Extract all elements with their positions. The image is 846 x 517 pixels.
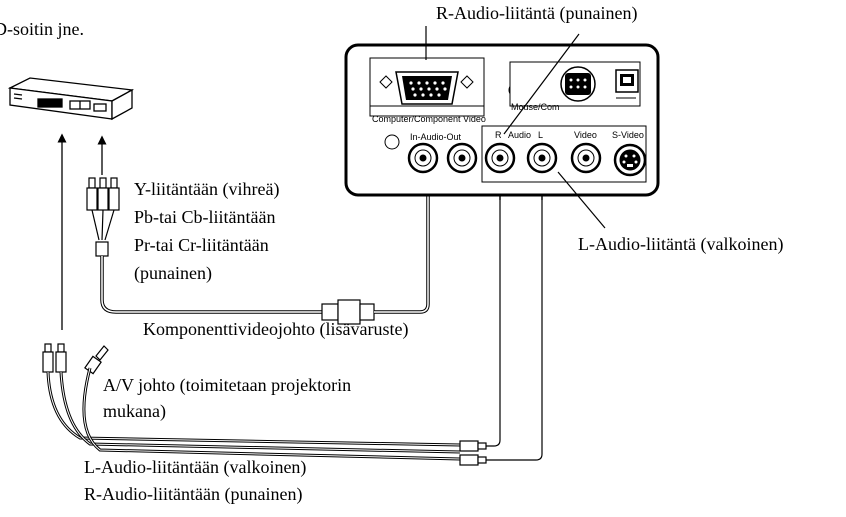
av-cable-label-line2: mukana) <box>103 401 166 421</box>
y-jack-label: Y-liitäntään (vihreä) <box>134 179 280 199</box>
pr-color-label: (punainen) <box>134 263 212 283</box>
r-channel-label: R <box>495 130 502 140</box>
pb-jack-label: Pb-tai Cb-liitäntään <box>134 207 276 227</box>
l-audio-jack-label: L-Audio-liitäntä (valkoinen) <box>578 234 784 254</box>
r-audio-jack-label: R-Audio-liitäntä (punainen) <box>436 3 638 23</box>
pr-jack-label: Pr-tai Cr-liitäntään <box>134 235 269 255</box>
svideo-port-label: S-Video <box>612 130 644 140</box>
l-channel-label: L <box>538 130 543 140</box>
audio-group-label: Audio <box>508 130 531 140</box>
source-device-label: D-soitin jne. <box>0 19 84 39</box>
dvd-player-icon <box>7 77 135 121</box>
audio-in-out-label: In-Audio-Out <box>410 132 462 142</box>
r-audio-pointer <box>503 33 580 135</box>
mouse-port-label: Mouse/Com <box>511 102 560 112</box>
r-audio-plug-label: R-Audio-liitäntään (punainen) <box>84 484 303 504</box>
computer-port-label: Computer/Component Video <box>372 114 486 124</box>
projector-panel: Computer/Component Video Mouse/Com In-Au… <box>344 43 660 197</box>
component-rca-plugs <box>86 110 430 325</box>
av-cable <box>42 196 543 466</box>
video-port-label: Video <box>574 130 597 140</box>
l-audio-plug-label: L-Audio-liitäntään (valkoinen) <box>84 457 307 477</box>
l-audio-leader <box>557 171 606 229</box>
av-cable-label-line1: A/V johto (toimitetaan projektorin <box>103 375 352 395</box>
component-cable-label: Komponenttivideojohto (lisävaruste) <box>143 319 409 339</box>
